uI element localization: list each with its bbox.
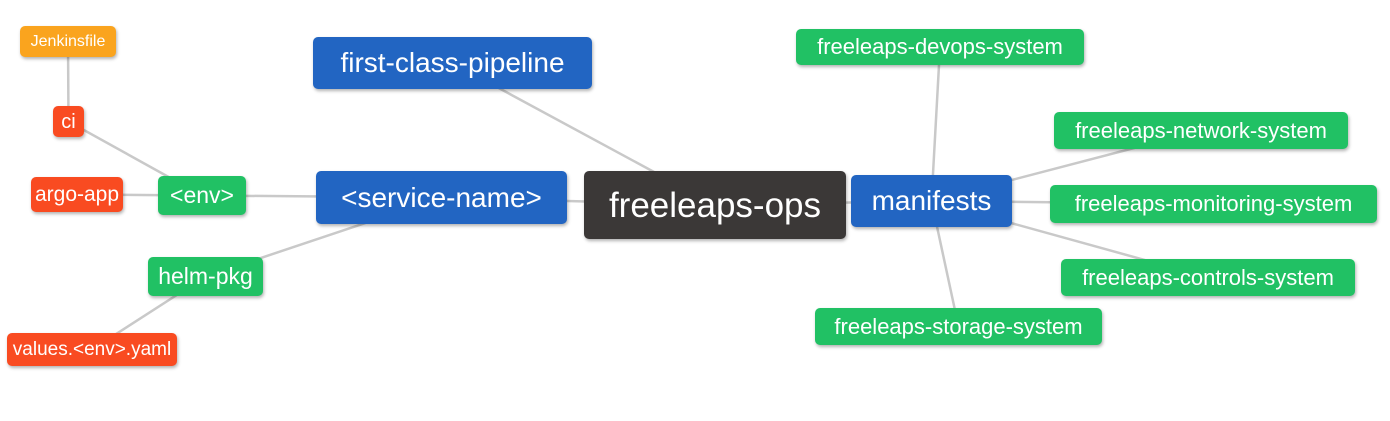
node-env[interactable]: <env> — [158, 176, 246, 215]
node-label: manifests — [871, 185, 992, 216]
node-values-env-yaml[interactable]: values.<env>.yaml — [7, 333, 177, 366]
node-freeleaps-storage-system[interactable]: freeleaps-storage-system — [815, 308, 1102, 345]
node-jenkinsfile[interactable]: Jenkinsfile — [20, 26, 116, 57]
node-argo-app[interactable]: argo-app — [31, 177, 123, 212]
node-label: freeleaps-network-system — [1075, 117, 1327, 143]
node-freeleaps-monitoring-system[interactable]: freeleaps-monitoring-system — [1050, 185, 1377, 223]
node-label: <service-name> — [341, 181, 542, 213]
node-manifests[interactable]: manifests — [851, 175, 1012, 227]
node-label: argo-app — [34, 183, 120, 206]
node-first-class-pipeline[interactable]: first-class-pipeline — [313, 37, 592, 89]
node-label: freeleaps-controls-system — [1082, 264, 1334, 290]
node-label: <env> — [170, 182, 234, 208]
node-helm-pkg[interactable]: helm-pkg — [148, 257, 263, 296]
node-label: Jenkinsfile — [30, 32, 106, 50]
node-freeleaps-controls-system[interactable]: freeleaps-controls-system — [1061, 259, 1355, 296]
node-label: helm-pkg — [158, 263, 253, 289]
node-label: freeleaps-devops-system — [817, 34, 1063, 59]
node-label: freeleaps-storage-system — [834, 313, 1083, 339]
node-freeleaps-devops-system[interactable]: freeleaps-devops-system — [796, 29, 1084, 65]
node-label: freeleaps-monitoring-system — [1074, 191, 1353, 216]
node-freeleaps-network-system[interactable]: freeleaps-network-system — [1054, 112, 1348, 149]
node-label: freeleaps-ops — [608, 185, 822, 225]
node-service-name[interactable]: <service-name> — [316, 171, 567, 224]
node-label: ci — [61, 110, 76, 133]
node-ci[interactable]: ci — [53, 106, 84, 137]
node-label: values.<env>.yaml — [12, 339, 172, 360]
node-freeleaps-ops[interactable]: freeleaps-ops — [584, 171, 846, 239]
node-label: first-class-pipeline — [340, 47, 565, 78]
